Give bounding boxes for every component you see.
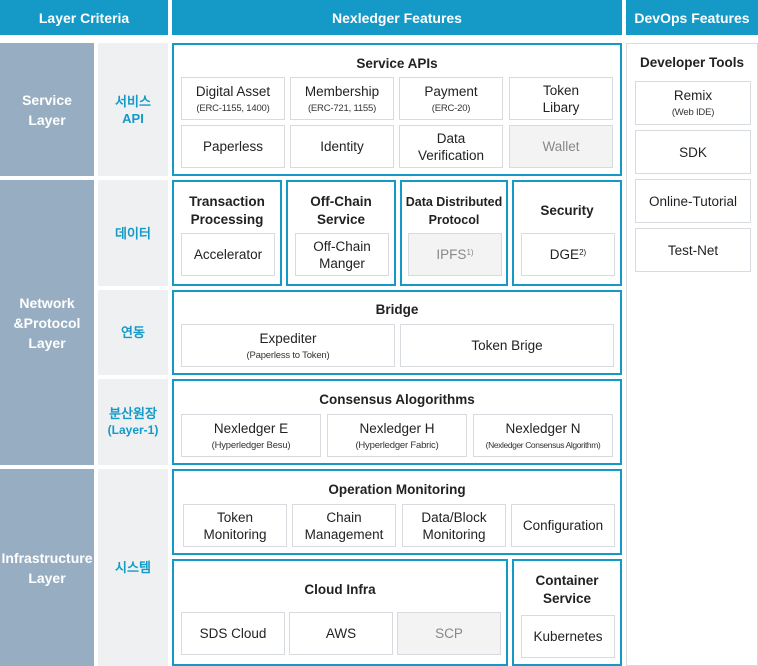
dge-footnote: 2) xyxy=(579,248,587,257)
sublayer-system: 시스템 xyxy=(98,469,168,666)
token-bridge-box: Token Brige xyxy=(400,324,614,367)
token-monitoring-box: Token Monitoring xyxy=(183,504,287,547)
consensus-algorithms-title: Consensus Alogorithms xyxy=(319,392,475,407)
cloud-infra-group: Cloud Infra SDS Cloud AWS SCP xyxy=(172,559,508,666)
service-apis-title: Service APIs xyxy=(356,56,438,71)
nexledger-e-label: Nexledger E xyxy=(213,420,289,436)
developer-tools-title: Developer Tools xyxy=(639,55,745,70)
network-protocol-layer-label: Network &Protocol Layer xyxy=(0,180,94,465)
operation-monitoring-title: Operation Monitoring xyxy=(328,482,466,497)
expediter-label: Expediter xyxy=(259,330,317,346)
nexledger-n-note: (Nexledger Consensus Algorithm) xyxy=(485,439,601,450)
membership-box: Membership (ERC-721, 1155) xyxy=(290,77,394,120)
nexledger-e-note: (Hyperledger Besu) xyxy=(211,439,291,451)
nexledger-h-box: Nexledger H (Hyperledger Fabric) xyxy=(327,414,467,457)
nexledger-n-label: Nexledger N xyxy=(505,420,581,436)
ipfs-footnote: 1) xyxy=(466,248,474,257)
consensus-algorithms-group: Consensus Alogorithms Nexledger E (Hyper… xyxy=(172,379,622,465)
sublayer-link: 연동 xyxy=(98,290,168,375)
online-tutorial-box: Online-Tutorial xyxy=(635,179,751,223)
data-verification-box: Data Verification xyxy=(399,125,503,168)
service-layer-label: Service Layer xyxy=(0,43,94,176)
data-distributed-protocol-title: Data Distributed Protocol xyxy=(405,195,503,227)
paperless-box: Paperless xyxy=(181,125,285,168)
digital-asset-box: Digital Asset (ERC-1155, 1400) xyxy=(181,77,285,120)
remix-label: Remix xyxy=(673,88,713,103)
configuration-box: Configuration xyxy=(511,504,615,547)
bridge-title: Bridge xyxy=(375,302,419,317)
cloud-infra-title: Cloud Infra xyxy=(304,582,376,597)
nexledger-e-box: Nexledger E (Hyperledger Besu) xyxy=(181,414,321,457)
token-library-box: Token Libary xyxy=(509,77,613,120)
ipfs-label: IPFS xyxy=(436,247,467,262)
security-title: Security xyxy=(540,203,594,218)
devops-features-header: DevOps Features xyxy=(626,0,758,35)
scp-box: SCP xyxy=(397,612,501,655)
sds-cloud-box: SDS Cloud xyxy=(181,612,285,655)
infrastructure-layer-label: Infrastructure Layer xyxy=(0,469,94,666)
sdk-box: SDK xyxy=(635,130,751,174)
container-service-title: Container Service xyxy=(535,573,599,606)
test-net-box: Test-Net xyxy=(635,228,751,272)
sublayer-distributed-ledger-note: (Layer-1) xyxy=(107,423,159,437)
nexledger-features-header: Nexledger Features xyxy=(172,0,622,35)
nexledger-n-box: Nexledger N (Nexledger Consensus Algorit… xyxy=(473,414,613,457)
identity-box: Identity xyxy=(290,125,394,168)
digital-asset-note: (ERC-1155, 1400) xyxy=(196,102,270,114)
membership-note: (ERC-721, 1155) xyxy=(307,102,377,114)
digital-asset-label: Digital Asset xyxy=(195,83,271,99)
payment-label: Payment xyxy=(424,83,478,99)
off-chain-manager-box: Off-Chain Manger xyxy=(295,233,389,276)
payment-box: Payment (ERC-20) xyxy=(399,77,503,120)
bridge-group: Bridge Expediter (Paperless to Token) To… xyxy=(172,290,622,375)
chain-management-box: Chain Management xyxy=(292,504,396,547)
accelerator-box: Accelerator xyxy=(181,233,275,276)
payment-note: (ERC-20) xyxy=(431,102,471,114)
sublayer-data: 데이터 xyxy=(98,180,168,286)
sublayer-distributed-ledger-label: 분산원장 xyxy=(109,406,157,421)
layer-criteria-header: Layer Criteria xyxy=(0,0,168,35)
sublayer-distributed-ledger: 분산원장 (Layer-1) xyxy=(98,379,168,465)
transaction-processing-group: Transaction Processing Accelerator xyxy=(172,180,282,286)
nexledger-h-label: Nexledger H xyxy=(359,420,435,436)
off-chain-service-group: Off-Chain Service Off-Chain Manger xyxy=(286,180,396,286)
remix-note: (Web IDE) xyxy=(671,107,715,118)
sublayer-service-api: 서비스 API xyxy=(98,43,168,176)
dge-label: DGE xyxy=(549,247,580,262)
container-service-group: Container Service Kubernetes xyxy=(512,559,622,666)
operation-monitoring-group: Operation Monitoring Token Monitoring Ch… xyxy=(172,469,622,555)
nexledger-h-note: (Hyperledger Fabric) xyxy=(355,439,439,451)
transaction-processing-title: Transaction Processing xyxy=(189,194,265,227)
remix-box: Remix (Web IDE) xyxy=(635,81,751,125)
expediter-box: Expediter (Paperless to Token) xyxy=(181,324,395,367)
kubernetes-box: Kubernetes xyxy=(521,615,615,658)
wallet-box: Wallet xyxy=(509,125,613,168)
developer-tools-panel: Developer Tools Remix (Web IDE) SDK Onli… xyxy=(626,43,758,666)
off-chain-service-title: Off-Chain Service xyxy=(310,194,372,227)
expediter-note: (Paperless to Token) xyxy=(246,349,330,361)
aws-box: AWS xyxy=(289,612,393,655)
data-block-monitoring-box: Data/Block Monitoring xyxy=(402,504,506,547)
service-apis-group: Service APIs Digital Asset (ERC-1155, 14… xyxy=(172,43,622,176)
membership-label: Membership xyxy=(304,83,380,99)
